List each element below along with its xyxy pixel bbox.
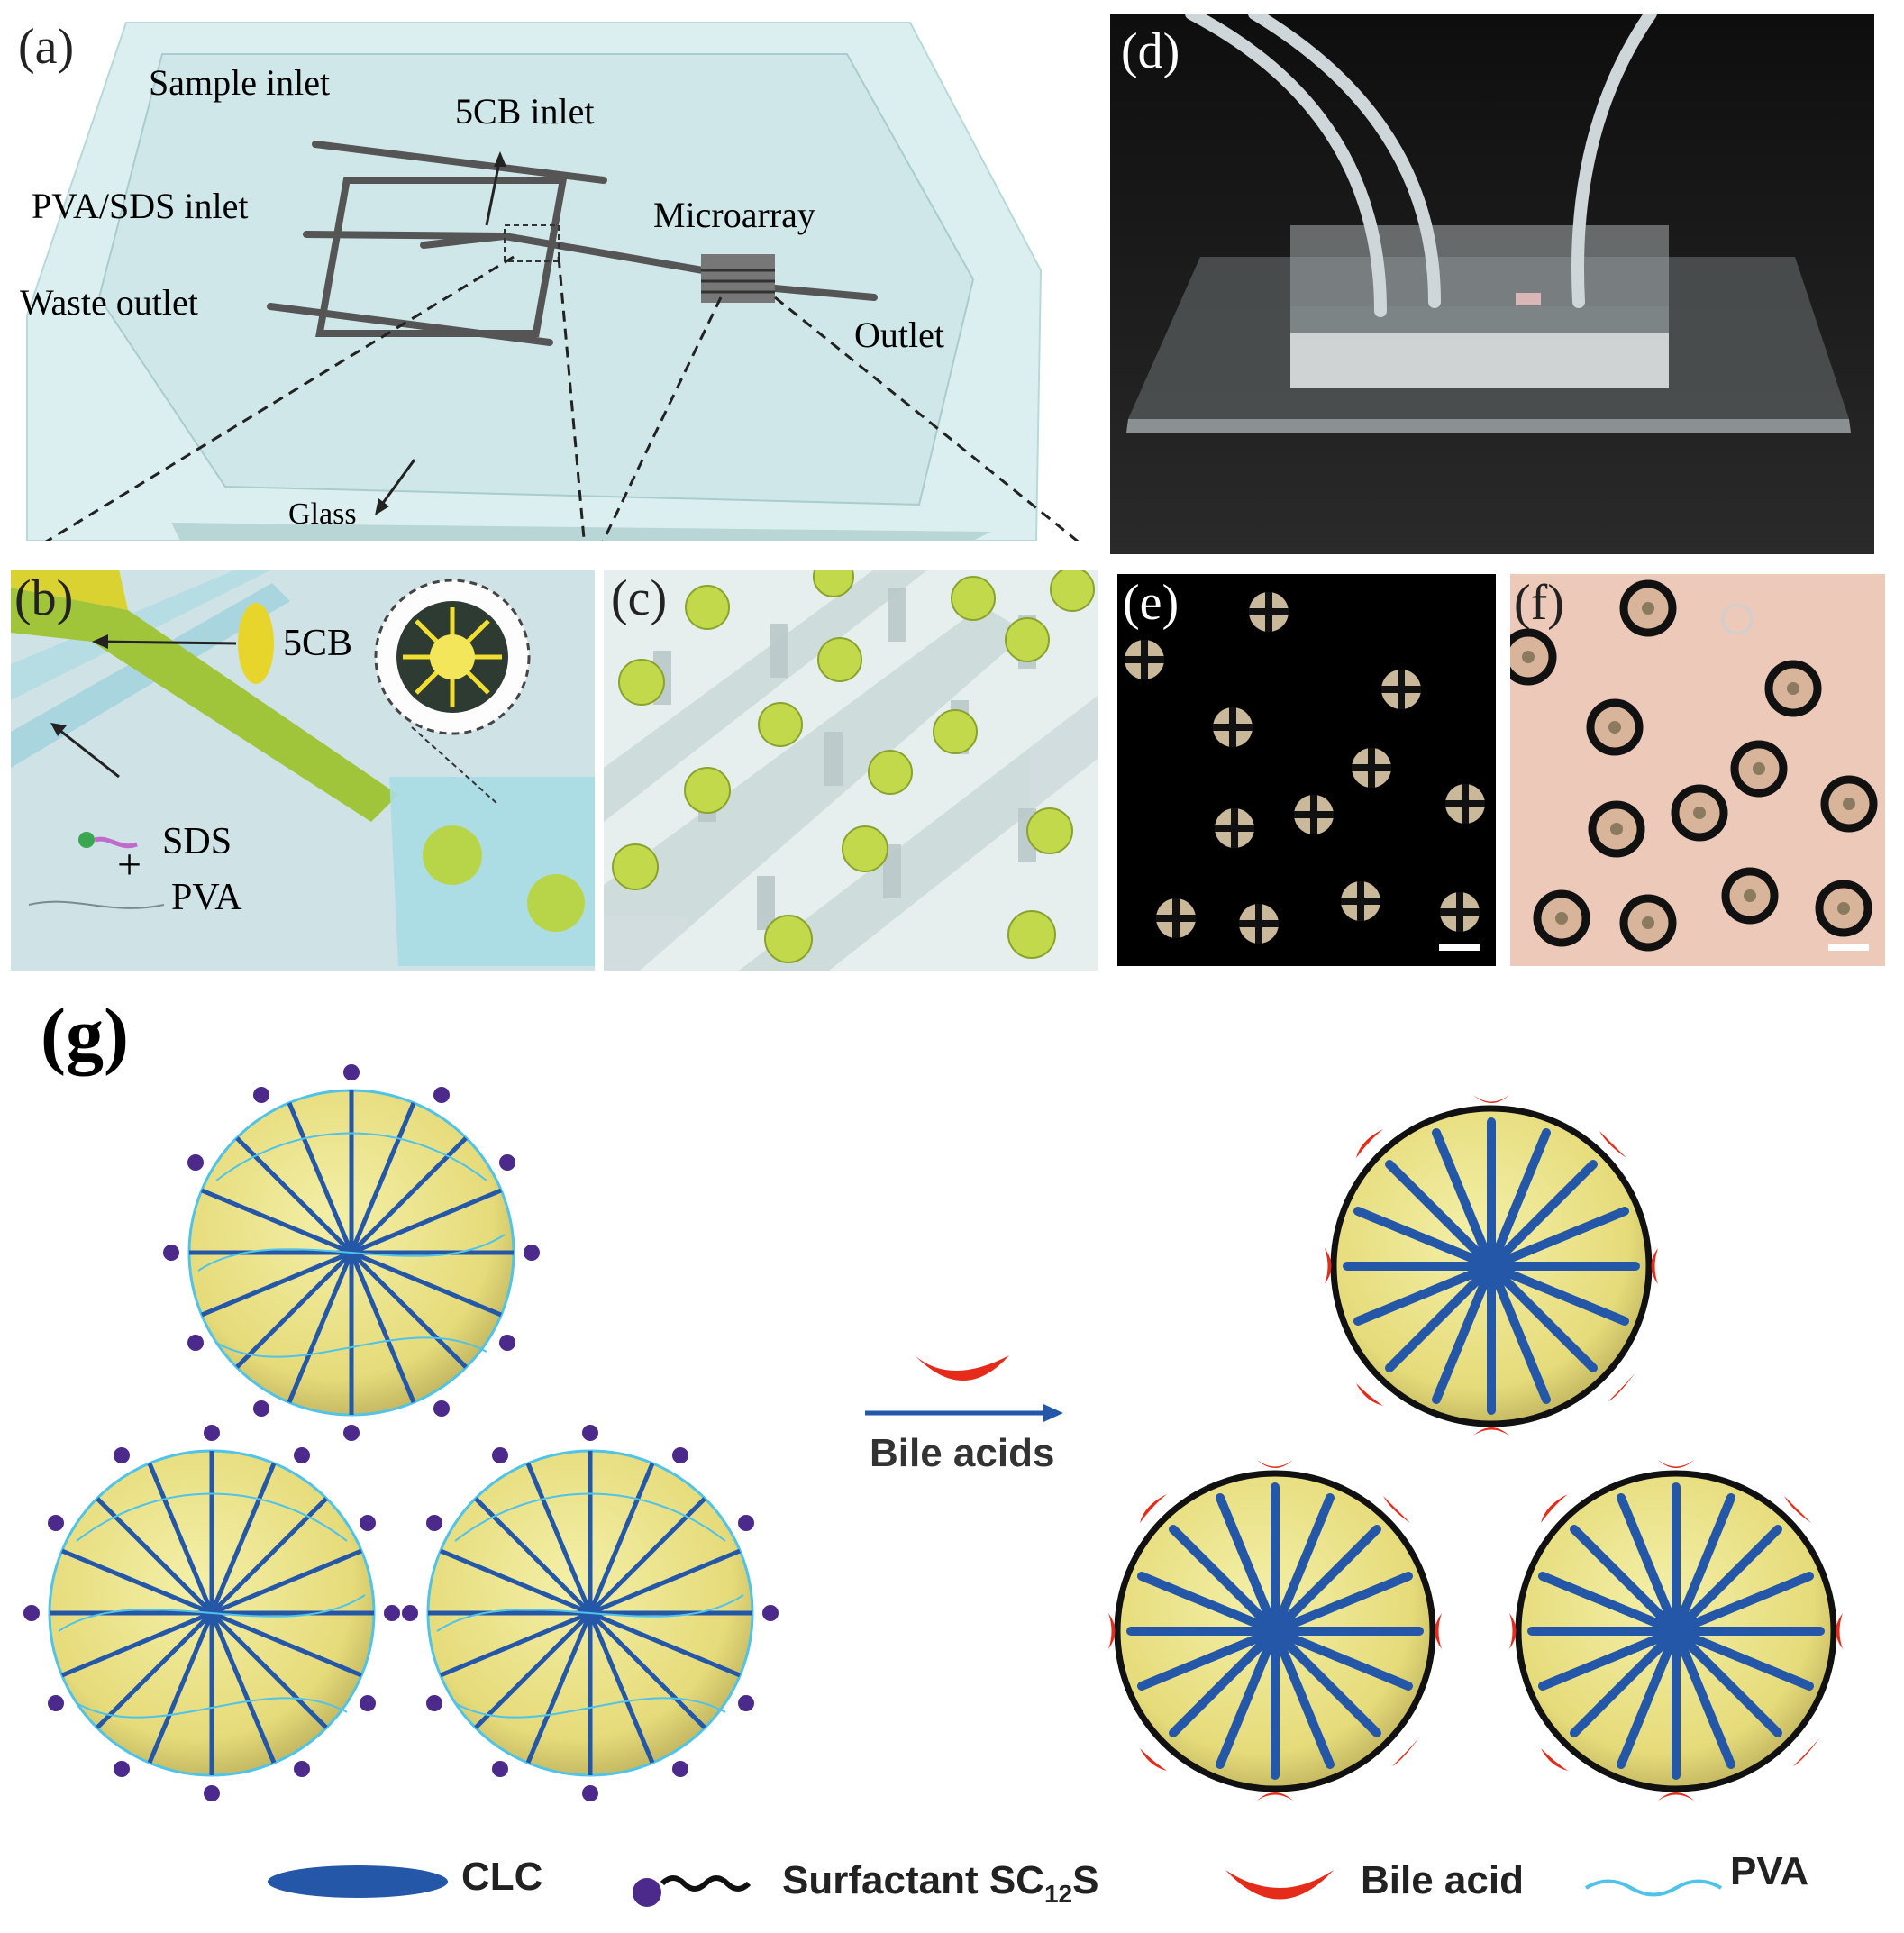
clc-legend-icon [268,1865,448,1898]
5cb-inlet-label: 5CB inlet [455,91,595,132]
bile-acid-arrow-icon [915,1355,1009,1381]
legend-pva-label: PVA [1730,1849,1809,1893]
surfactant-prefix: Surfactant SC [782,1858,1044,1902]
pva-sds-inlet-label: PVA/SDS inlet [32,186,249,226]
surfactant-subscript: 12 [1043,1879,1073,1908]
droplet-after-right [1509,1460,1843,1801]
panel-d-chip-photo: (d) [1110,14,1874,554]
panel-d-label: (d) [1121,23,1180,79]
legend-surfactant-label: Surfactant SC12S [782,1858,1098,1909]
microarray-label: Microarray [653,195,815,235]
panel-a-chip-schematic: (a) Sample inlet 5CB inlet PVA/SDS inlet… [0,0,1117,541]
bile-acids-arrow-label: Bile acids [870,1431,1055,1475]
droplet-after-top [1325,1095,1658,1436]
5cb-label: 5CB [283,623,353,664]
panel-c-microarray-trap: (c) [604,570,1098,971]
panel-e-label: (e) [1123,575,1180,631]
droplet-before-left [23,1425,400,1801]
surfactant-suffix: S [1072,1858,1099,1902]
droplet-before-top [163,1064,540,1441]
pva-label: PVA [171,877,242,918]
panel-b-droplet-generation: (b) 5CB SDS + PVA [11,570,595,971]
sds-label: SDS [162,821,232,862]
sample-inlet-label: Sample inlet [149,62,331,103]
glass-label: Glass [288,497,357,531]
legend-clc-label: CLC [461,1855,543,1899]
panel-b-label: (b) [14,570,74,626]
microarray-block [701,254,775,303]
outlet-label: Outlet [854,315,944,355]
surfactant-legend-icon [633,1875,752,1907]
droplet-before-right [402,1425,779,1801]
waste-outlet-label: Waste outlet [20,282,198,323]
panel-g-sensing-mechanism: (g) [0,982,1904,1933]
plus-sign: + [117,841,142,889]
panel-e-polarized-micrograph: (e) [1117,574,1496,966]
scale-bar-f [1828,944,1869,951]
panel-a-label: (a) [18,19,75,75]
pva-legend-icon [1584,1879,1723,1897]
panel-f-bright-field-micrograph: (f) [1510,574,1885,966]
bile-acid-legend-icon [1225,1870,1334,1900]
legend-bile-acid-label: Bile acid [1361,1858,1524,1902]
panel-g-label: (g) [41,993,129,1077]
panel-f-label: (f) [1514,575,1564,631]
panel-c-label: (c) [611,570,668,626]
reaction-arrow-icon [1043,1404,1063,1422]
droplet-after-left [1108,1460,1442,1801]
scale-bar-e [1439,944,1480,951]
